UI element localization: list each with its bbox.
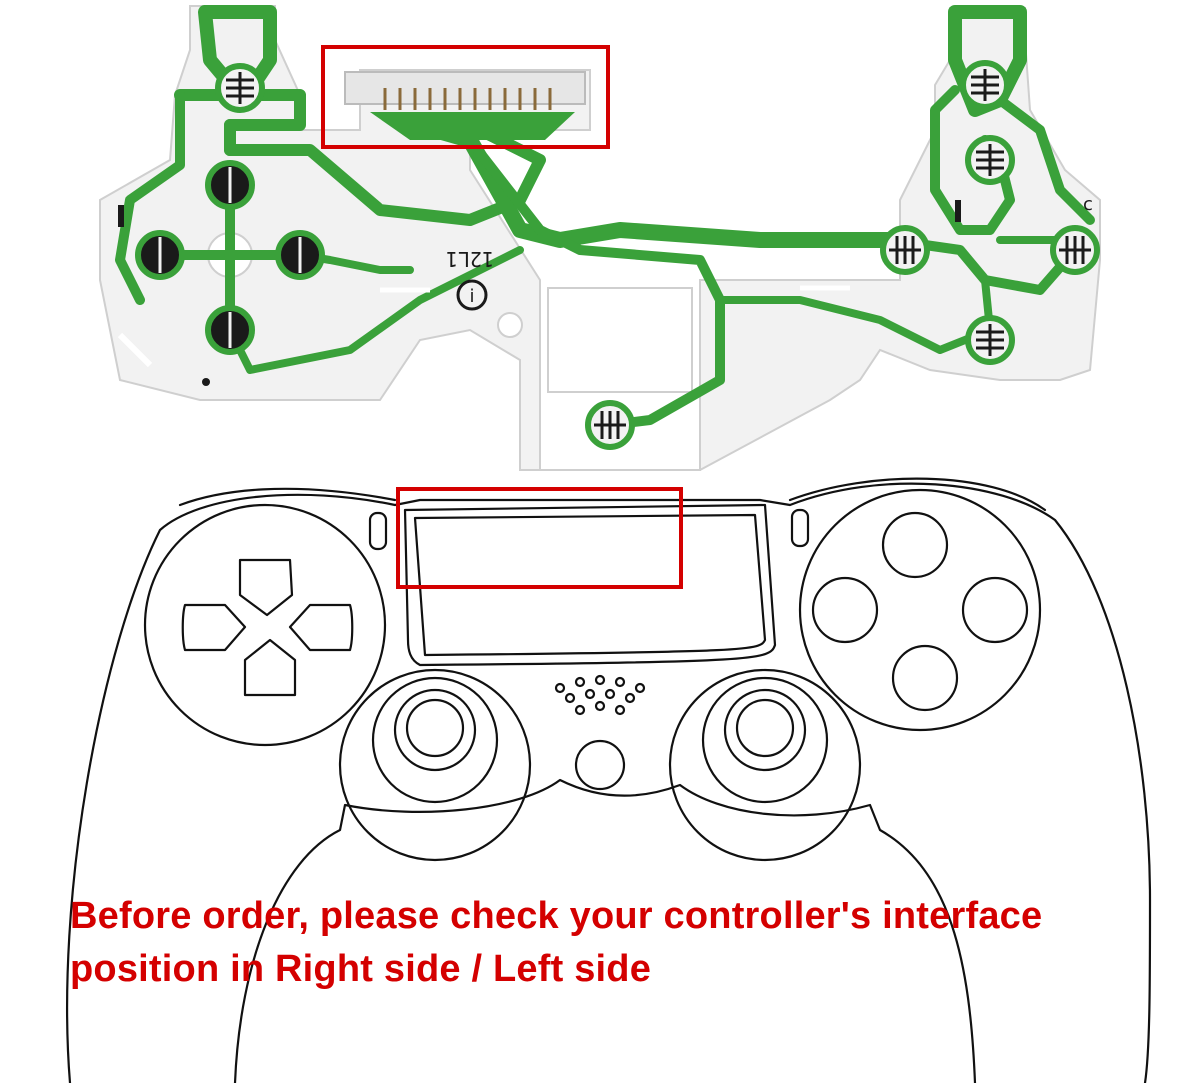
cross-button — [891, 644, 959, 712]
triangle-button — [881, 511, 949, 579]
dpad — [181, 558, 354, 697]
triangle-contact — [965, 135, 1015, 185]
controller-outline-drawing — [65, 477, 1152, 1083]
circle-button — [961, 576, 1029, 644]
r1-contact — [960, 60, 1010, 110]
face-button-well — [798, 488, 1042, 732]
left-stick-cap-inner — [405, 698, 465, 758]
touchpad-inner — [413, 513, 767, 657]
left-stick-cap — [393, 688, 477, 772]
cross-contact — [965, 315, 1015, 365]
ribbon-mark — [117, 332, 153, 368]
logo-circle — [456, 279, 488, 311]
dpad-up — [238, 558, 294, 617]
ribbon-hole — [497, 312, 523, 338]
dpad-left — [181, 603, 247, 652]
logo-glyph: i — [469, 286, 474, 307]
ribbon-mark — [955, 200, 961, 222]
right-stick-well — [668, 668, 862, 862]
controller-shoulder-right — [788, 477, 1047, 512]
conductive-film-ribbon: i 12L1 c — [99, 5, 1101, 471]
square-button — [811, 576, 879, 644]
notice-line-1: Before order, please check your controll… — [70, 895, 1043, 937]
right-stick-cap — [723, 688, 807, 772]
connector-pins — [383, 88, 552, 110]
connector-fan-traces — [370, 112, 575, 140]
board-code: 12L1 — [446, 247, 494, 271]
ps-button — [574, 739, 626, 791]
dpad-well — [143, 503, 387, 747]
dpad-down — [243, 638, 297, 697]
dpad-right — [288, 603, 354, 652]
controller-shoulder-left — [178, 487, 397, 507]
button-contacts — [215, 60, 1100, 450]
l1-contact — [215, 63, 265, 113]
left-stick-ring — [371, 676, 499, 804]
right-stick-ring — [701, 676, 829, 804]
controller-body — [65, 482, 1152, 1083]
dpad-contacts — [135, 160, 325, 355]
square-contact — [880, 225, 930, 275]
ps-button-contact — [585, 400, 635, 450]
share-button — [368, 511, 388, 551]
ribbon-mark — [118, 205, 124, 227]
connector-highlight-box — [321, 45, 610, 149]
c-mark: c — [1083, 194, 1093, 215]
ribbon-dot — [202, 378, 210, 386]
controller-interface-highlight-box — [396, 487, 683, 589]
notice-line-2: position in Right side / Left side — [70, 948, 652, 990]
circle-contact — [1050, 225, 1100, 275]
touchpad — [403, 503, 777, 667]
ribbon-cutout — [547, 287, 693, 393]
speaker-grille — [554, 674, 646, 716]
right-stick-cap-inner — [735, 698, 795, 758]
left-stick-well — [338, 668, 532, 862]
options-button — [790, 508, 810, 548]
